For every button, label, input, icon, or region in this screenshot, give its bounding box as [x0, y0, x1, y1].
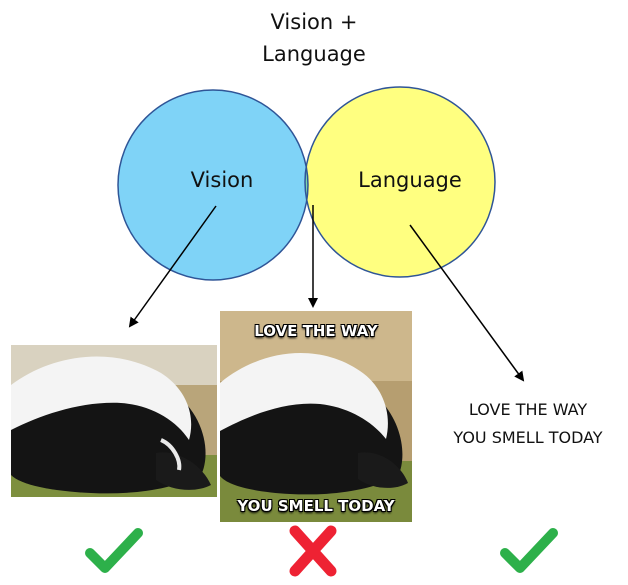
skunk-photo	[11, 345, 217, 497]
meme-bottom-caption: YOU SMELL TODAY	[237, 497, 395, 515]
check-icon	[500, 528, 558, 573]
vision-plus-language-title: Vision + Language	[234, 6, 394, 70]
arrow-vision-to-image	[128, 205, 217, 328]
vision-circle-outline	[117, 89, 309, 281]
language-circle-outline	[304, 86, 496, 278]
vision-circle	[118, 90, 308, 280]
title-line-2: Language	[262, 42, 366, 66]
title-line-1: Vision +	[270, 10, 358, 34]
check-icon	[85, 528, 143, 573]
meme-top-caption: LOVE THE WAY	[254, 322, 378, 340]
arrow-language-to-caption	[409, 224, 525, 382]
caption-line-2: YOU SMELL TODAY	[453, 428, 603, 447]
cross-icon	[289, 525, 337, 577]
meme-photo: LOVE THE WAY YOU SMELL TODAY	[220, 311, 412, 522]
language-circle	[305, 87, 495, 277]
vision-label: Vision	[190, 168, 254, 192]
caption-line-1: LOVE THE WAY	[468, 400, 588, 419]
text-caption: LOVE THE WAY YOU SMELL TODAY	[438, 396, 618, 452]
language-label: Language	[358, 168, 462, 192]
